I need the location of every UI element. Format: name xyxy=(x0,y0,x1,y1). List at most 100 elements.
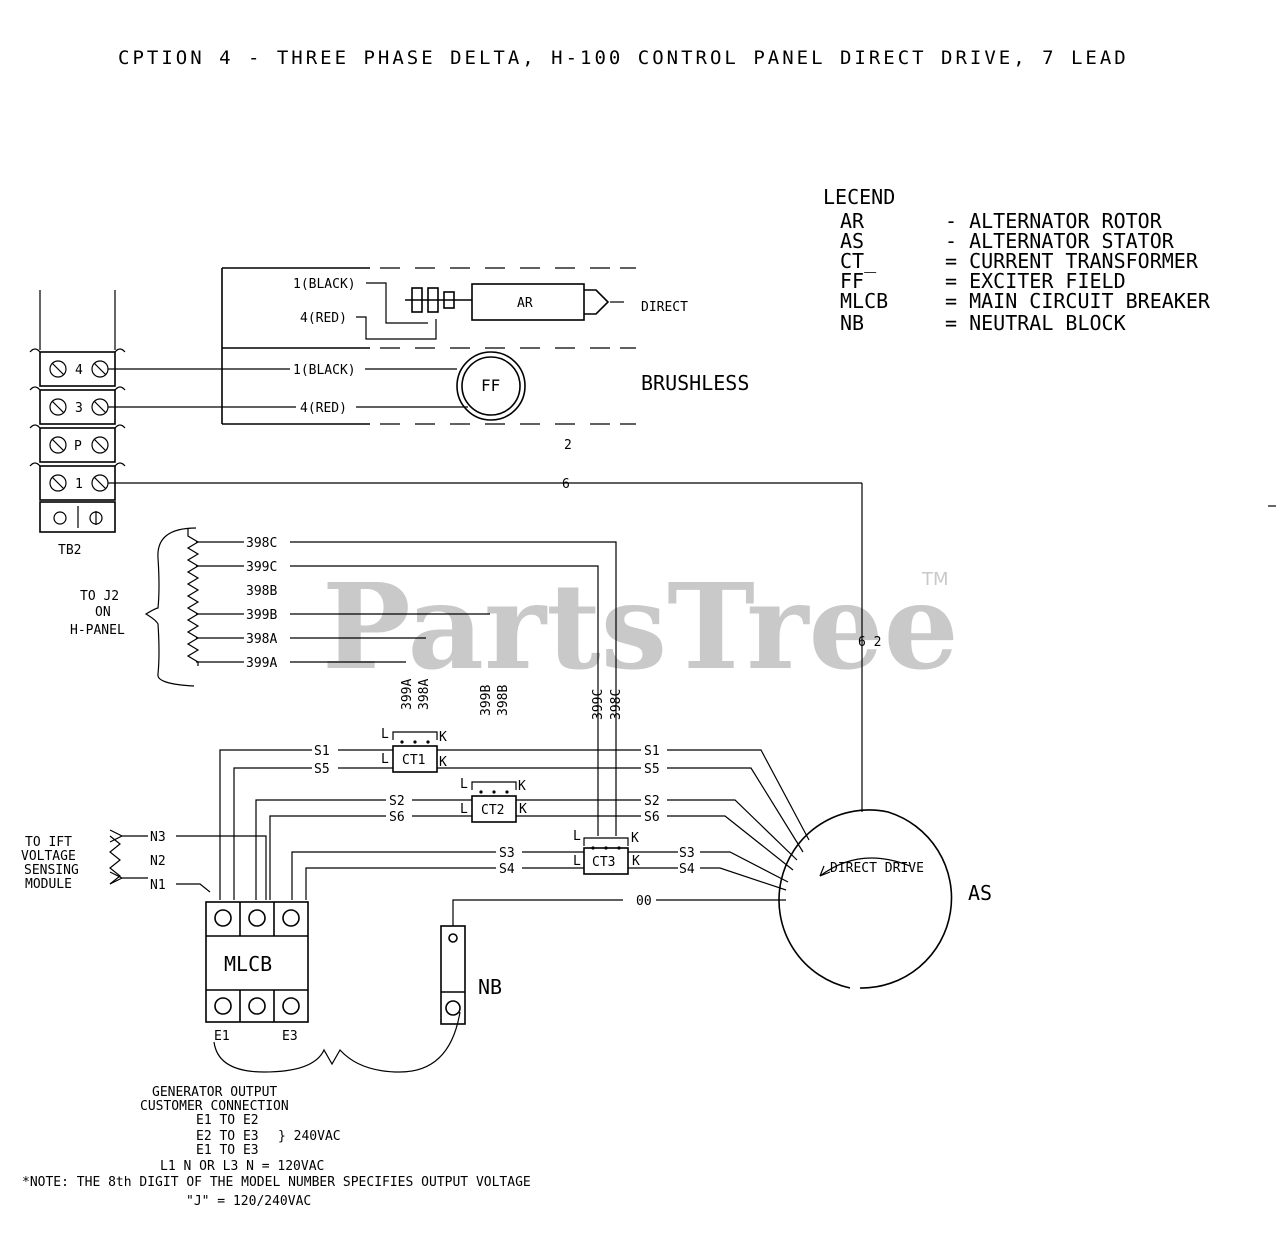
j2-wires xyxy=(196,541,617,836)
ct3-l: L xyxy=(573,854,581,869)
rotor-type-label: DIRECT xyxy=(641,300,688,315)
note-6: L1 N OR L3 N = 120VAC xyxy=(160,1159,324,1174)
vlabel-399c: 399C xyxy=(591,689,606,720)
vlabel-399b: 399B xyxy=(479,685,494,716)
legend-heading: LECEND xyxy=(823,185,895,209)
j2-wire-398c: 398C xyxy=(246,536,277,551)
breaker-e1: E1 xyxy=(214,1029,230,1044)
note-4: } 240VAC xyxy=(278,1129,341,1144)
j2-wire-399c: 399C xyxy=(246,560,277,575)
exciter-field: 1(BLACK) 4(RED) FF BRUSHLESS 2 xyxy=(293,351,749,453)
vlabel-399a: 399A xyxy=(400,679,415,710)
rotor-red-label: 4(RED) xyxy=(300,311,347,326)
sensing-line3: SENSING xyxy=(24,863,79,878)
terminal-1: 1 xyxy=(75,477,83,492)
note-5: E1 TO E3 xyxy=(196,1143,259,1158)
lead-s4-left: S4 xyxy=(499,862,515,877)
terminal-3: 3 xyxy=(75,401,83,416)
j2-wire-399a: 399A xyxy=(246,656,277,671)
rotor-exciter-frame xyxy=(221,267,636,425)
exciter-type-label: BRUSHLESS xyxy=(641,371,749,395)
customer-connection-notes: GENERATOR OUTPUT CUSTOMER CONNECTION E1 … xyxy=(22,1085,531,1209)
sensing-wires: N3 N2 N1 TO IFT VOLTAGE SENSING MODULE xyxy=(21,829,267,900)
j2-wire-398a: 398A xyxy=(246,632,277,647)
note-8: "J" = 120/240VAC xyxy=(186,1194,311,1209)
lead-s3-right: S3 xyxy=(679,846,695,861)
terminal-block-tb2: 4 3 P 1 TB2 xyxy=(29,290,126,558)
wire-62-label: 6 2 xyxy=(858,635,881,650)
breaker-e3: E3 xyxy=(282,1029,298,1044)
ct2-k-top: K xyxy=(518,779,526,794)
sensing-line2: VOLTAGE xyxy=(21,849,76,864)
j2-wire-398b: 398B xyxy=(246,584,277,599)
sensing-line4: MODULE xyxy=(25,877,72,892)
legend-desc-ar: - ALTERNATOR ROTOR xyxy=(945,209,1163,233)
exciter-black-label: 1(BLACK) xyxy=(293,363,356,378)
neutral-n3: N3 xyxy=(150,830,166,845)
note-1: CUSTOMER CONNECTION xyxy=(140,1099,289,1114)
neutral-block-label: NB xyxy=(478,975,502,999)
legend-code-ar: AR xyxy=(840,209,865,233)
breaker-label: MLCB xyxy=(224,952,272,976)
ct1-label: CT1 xyxy=(402,753,425,768)
vlabel-398b: 398B xyxy=(496,685,511,716)
watermark-tm: TM xyxy=(921,569,949,590)
ct1: CT1 L K L K xyxy=(381,727,447,773)
j2-target-line2: ON xyxy=(95,605,111,620)
j2-target-line1: TO J2 xyxy=(80,589,119,604)
vlabel-398c: 398C xyxy=(609,689,624,720)
main-circuit-breaker: MLCB E1 E3 xyxy=(205,901,461,1073)
lead-s3-left: S3 xyxy=(499,846,515,861)
legend: LECEND AR - ALTERNATOR ROTOR AS - ALTERN… xyxy=(823,185,1211,335)
lead-s2-right: S2 xyxy=(644,794,660,809)
lead-s2-left: S2 xyxy=(389,794,405,809)
rotor-black-label: 1(BLACK) xyxy=(293,277,356,292)
ct2-l-top: L xyxy=(460,777,468,792)
lead-s5-right: S5 xyxy=(644,762,660,777)
ct1-k: K xyxy=(439,755,447,770)
j2-target-line3: H-PANEL xyxy=(70,623,125,638)
legend-desc-as: - ALTERNATOR STATOR xyxy=(945,229,1175,253)
ct3-k-top: K xyxy=(631,831,639,846)
stator-drive-label: DIRECT DRIVE xyxy=(830,861,924,876)
ct3-label: CT3 xyxy=(592,855,615,870)
lead-00: 00 xyxy=(636,894,652,909)
j2-connector: TO J2 ON H-PANEL xyxy=(70,527,200,687)
watermark: PartsTree xyxy=(322,557,959,696)
neutral-n1: N1 xyxy=(150,878,166,893)
neutral-n2: N2 xyxy=(150,854,166,869)
exciter-red-label: 4(RED) xyxy=(300,401,347,416)
stator-label: AS xyxy=(968,881,992,905)
ct2-l: L xyxy=(460,802,468,817)
legend-code-as: AS xyxy=(840,229,864,253)
terminal-block-label: TB2 xyxy=(58,543,81,558)
note-3: E2 TO E3 xyxy=(196,1129,259,1144)
ct3-l-top: L xyxy=(573,829,581,844)
legend-code-ct: CT_ xyxy=(840,249,877,273)
lead-s6-left: S6 xyxy=(389,810,405,825)
terminal-4: 4 xyxy=(75,363,83,378)
sensing-line1: TO IFT xyxy=(25,835,72,850)
j2-wire-399b: 399B xyxy=(246,608,277,623)
alternator-stator: DIRECT DRIVE AS xyxy=(778,809,992,989)
lead-s1-right: S1 xyxy=(644,744,660,759)
legend-code-nb: NB xyxy=(840,311,864,335)
terminal-p: P xyxy=(74,439,82,454)
lead-s4-right: S4 xyxy=(679,862,695,877)
legend-desc-nb: = NEUTRAL BLOCK xyxy=(945,311,1126,335)
alternator-rotor: 1(BLACK) 4(RED) AR DIRECT xyxy=(293,277,688,340)
exciter-label: FF xyxy=(481,376,500,395)
legend-desc-mlcb: = MAIN CIRCUIT BREAKER xyxy=(945,289,1211,313)
note-2: E1 TO E2 xyxy=(196,1113,259,1128)
ct3-k: K xyxy=(632,854,640,869)
tb2-wires xyxy=(108,368,863,812)
ct1-l: L xyxy=(381,752,389,767)
vlabel-398a: 398A xyxy=(417,679,432,710)
lead-s5-left: S5 xyxy=(314,762,330,777)
legend-desc-ct: = CURRENT TRANSFORMER xyxy=(945,249,1199,273)
lead-s1-left: S1 xyxy=(314,744,330,759)
ct1-l-top: L xyxy=(381,727,389,742)
rotor-label: AR xyxy=(517,296,533,311)
ct2-k: K xyxy=(519,802,527,817)
